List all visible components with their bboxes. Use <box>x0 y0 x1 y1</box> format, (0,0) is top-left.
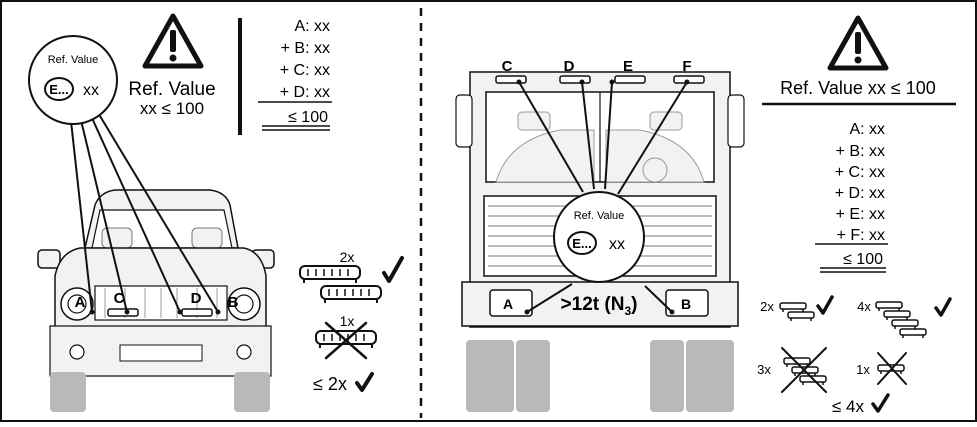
bar-count-bad: 1x <box>340 313 355 329</box>
warning-triangle-icon <box>145 16 201 66</box>
svg-text:xx: xx <box>609 236 625 253</box>
truck-pointer-lines <box>518 81 688 313</box>
warning-triangle-icon <box>830 18 886 68</box>
max-lamps-label: ≤ 4x <box>832 397 865 416</box>
truck-lamp-b-label: B <box>681 296 691 312</box>
truck-lamp-b-box <box>665 289 709 317</box>
ref-value-badge: Ref. Value E... xx <box>28 35 118 125</box>
mini-lamp-icon <box>899 328 927 339</box>
check-icon <box>934 297 952 317</box>
svg-text:Ref. Value: Ref. Value <box>574 210 625 222</box>
left-sum-block: A: xx + B: xx + C: xx + D: xx ≤ 100 <box>258 18 332 131</box>
cross-icon <box>877 352 907 385</box>
svg-text:E...: E... <box>49 82 69 97</box>
sum-line: + C: xx <box>835 164 885 181</box>
suv-lamp-c-label: C <box>114 290 125 307</box>
ref-value-label: Ref. Value <box>128 79 215 100</box>
light-bar-icon <box>299 265 361 284</box>
suv-illustration <box>37 189 275 412</box>
truck-lamp-f-label: F <box>682 58 691 75</box>
check-icon <box>382 256 404 283</box>
truck-lamp-d-label: D <box>564 58 575 75</box>
mini-lamp-icon <box>779 302 807 313</box>
sum-line: + C: xx <box>280 62 330 79</box>
svg-text:xx: xx <box>83 82 99 99</box>
svg-text:Ref. Value: Ref. Value <box>48 54 99 66</box>
sum-line: + E: xx <box>836 206 885 223</box>
check-icon <box>355 372 374 392</box>
mini-lamp-icon <box>883 310 911 321</box>
ref-value-line: Ref. Value xx ≤ 100 <box>780 78 936 98</box>
count-1x: 1x <box>856 362 870 377</box>
sum-total: ≤ 100 <box>843 251 883 268</box>
cross-icon <box>781 347 827 393</box>
light-bar-icon <box>320 285 382 304</box>
suv-lamp-b-label: B <box>228 294 239 311</box>
sum-total: ≤ 100 <box>288 109 328 126</box>
count-2x: 2x <box>760 299 774 314</box>
sum-line: + B: xx <box>836 143 885 160</box>
ref-value-formula: xx ≤ 100 <box>140 99 204 118</box>
count-3x: 3x <box>757 362 771 377</box>
check-icon <box>871 393 890 413</box>
max-bars-label: ≤ 2x <box>313 374 347 394</box>
sum-line: + D: xx <box>835 185 885 202</box>
sum-line: + F: xx <box>837 227 885 244</box>
truck-lamp-a-box <box>489 289 533 317</box>
sum-line: A: xx <box>294 18 330 35</box>
svg-text:E...: E... <box>572 236 592 251</box>
truck-lamp-dots <box>516 79 690 315</box>
suv-pointer-lines <box>69 111 219 313</box>
cross-icon <box>324 321 368 360</box>
check-icon <box>816 295 834 315</box>
suv-lamp-a-label: A <box>75 294 86 311</box>
suv-lamp-d-label: D <box>191 290 202 307</box>
mini-lamp-icon <box>875 301 903 312</box>
mini-lamp-icon <box>799 375 827 386</box>
right-sum-block: A: xx + B: xx + C: xx + D: xx + E: xx + … <box>815 121 888 273</box>
truck-lamp-c-label: C <box>502 58 513 75</box>
mini-lamp-icon <box>891 319 919 330</box>
count-4x: 4x <box>857 299 871 314</box>
vehicle-class-label: >12t (N3) <box>561 294 638 318</box>
mini-lamp-icon <box>787 311 815 322</box>
truck-ref-value-badge: Ref. Value E... xx <box>553 191 645 283</box>
sum-line: A: xx <box>849 121 885 138</box>
bar-count-ok: 2x <box>340 249 355 265</box>
suv-lamp-dots <box>89 309 221 315</box>
sum-line: + B: xx <box>281 40 330 57</box>
sum-line: + D: xx <box>280 84 330 101</box>
truck-lamp-e-label: E <box>623 58 633 75</box>
truck-lamp-a-label: A <box>503 296 513 312</box>
